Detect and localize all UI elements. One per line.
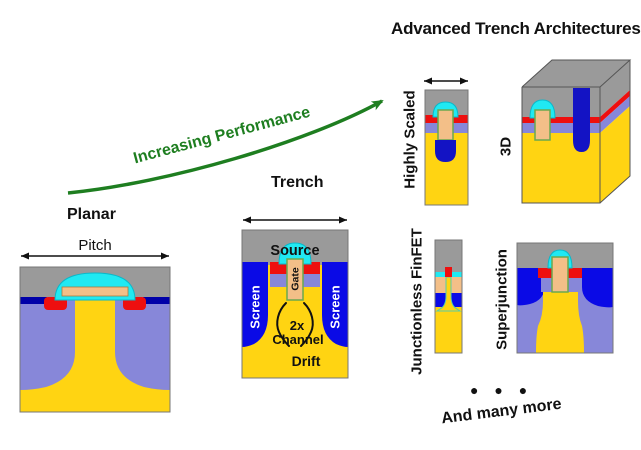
planar-gate-electrode (61, 286, 129, 297)
trench-source-implant-left (270, 262, 287, 274)
sj-gate-electrode (551, 256, 569, 293)
hs-structure-border (424, 89, 469, 206)
jf-source-metal-region (435, 240, 462, 272)
superjunction-label: Superjunction (493, 249, 511, 350)
advanced-architectures-title: Advanced Trench Architectures (391, 19, 641, 38)
trench-screen-region-left (242, 262, 268, 347)
td-box-edges (521, 59, 632, 204)
jf-drift-region (435, 307, 462, 353)
td-top-face (522, 60, 630, 87)
trench-source-label: Source (270, 243, 319, 259)
planar-structure-border (19, 266, 171, 413)
sj-drift-column (536, 292, 584, 353)
planar-navy-strip-left (20, 297, 47, 304)
td-side-source-layer (600, 90, 630, 123)
trench-screen-region-right (322, 262, 348, 347)
trench-title: Trench (271, 174, 324, 191)
highly-scaled-structure-diagram (424, 77, 469, 206)
trench-screen-label-right: Screen (328, 285, 343, 328)
td-side-drift-region (600, 106, 630, 203)
trench-channel-line-left (276, 302, 290, 347)
trench-source-implant-right (303, 262, 320, 274)
ellipsis-dots: ● ● ● (470, 382, 534, 398)
jf-fin-column (435, 276, 462, 312)
hs-shield-region (435, 140, 456, 162)
trench-drift-label: Drift (292, 353, 321, 369)
hs-gate-electrode (437, 109, 454, 141)
trench-channel-label-top: 2x (290, 318, 305, 333)
three-d-label: 3D (497, 136, 515, 157)
planar-drift-column (20, 300, 170, 412)
sj-body-band-right (568, 278, 579, 292)
planar-title: Planar (67, 206, 116, 223)
junctionless-finfet-label: Junctionless FinFET (408, 228, 426, 375)
junctionless-finfet-structure-diagram (434, 239, 463, 354)
superjunction-structure-diagram (516, 242, 614, 354)
trench-channel-line-right (300, 302, 314, 347)
highly-scaled-label: Highly Scaled (401, 90, 419, 189)
trench-structure-border (241, 229, 349, 379)
trench-structure-diagram: Source Screen Screen Gate 2x Channel Dri… (241, 216, 349, 379)
sj-deep-well-right (582, 268, 613, 308)
performance-arrow-graphic (67, 99, 384, 195)
planar-structure-diagram: Pitch (19, 237, 171, 413)
trench-body-region-right (303, 274, 320, 287)
td-gate-electrode (534, 109, 551, 141)
jf-source-implant (445, 267, 452, 277)
trench-gate-electrode (286, 258, 304, 301)
td-side-metal-region (600, 60, 630, 117)
td-side-body-layer (600, 96, 630, 133)
three-d-structure-diagram (521, 59, 632, 204)
trench-gate-label: Gate (290, 267, 302, 291)
performance-arrow-curve (67, 99, 384, 195)
trench-screen-label-left: Screen (248, 285, 263, 328)
td-front-body-layer (522, 123, 600, 133)
sj-source-implant-left (538, 268, 552, 278)
jf-structure-border (434, 239, 463, 354)
trench-channel-label-bottom: Channel (272, 332, 323, 347)
sj-body-band-left (541, 278, 552, 292)
sj-structure-border (516, 242, 614, 354)
planar-navy-strip-right (143, 297, 170, 304)
td-front-source-layer (522, 117, 600, 123)
sj-source-implant-right (568, 268, 582, 278)
td-deep-trench-pillar (573, 88, 590, 152)
and-many-more-label: And many more (440, 395, 563, 428)
pitch-label: Pitch (78, 237, 111, 254)
trench-body-region-left (270, 274, 287, 287)
